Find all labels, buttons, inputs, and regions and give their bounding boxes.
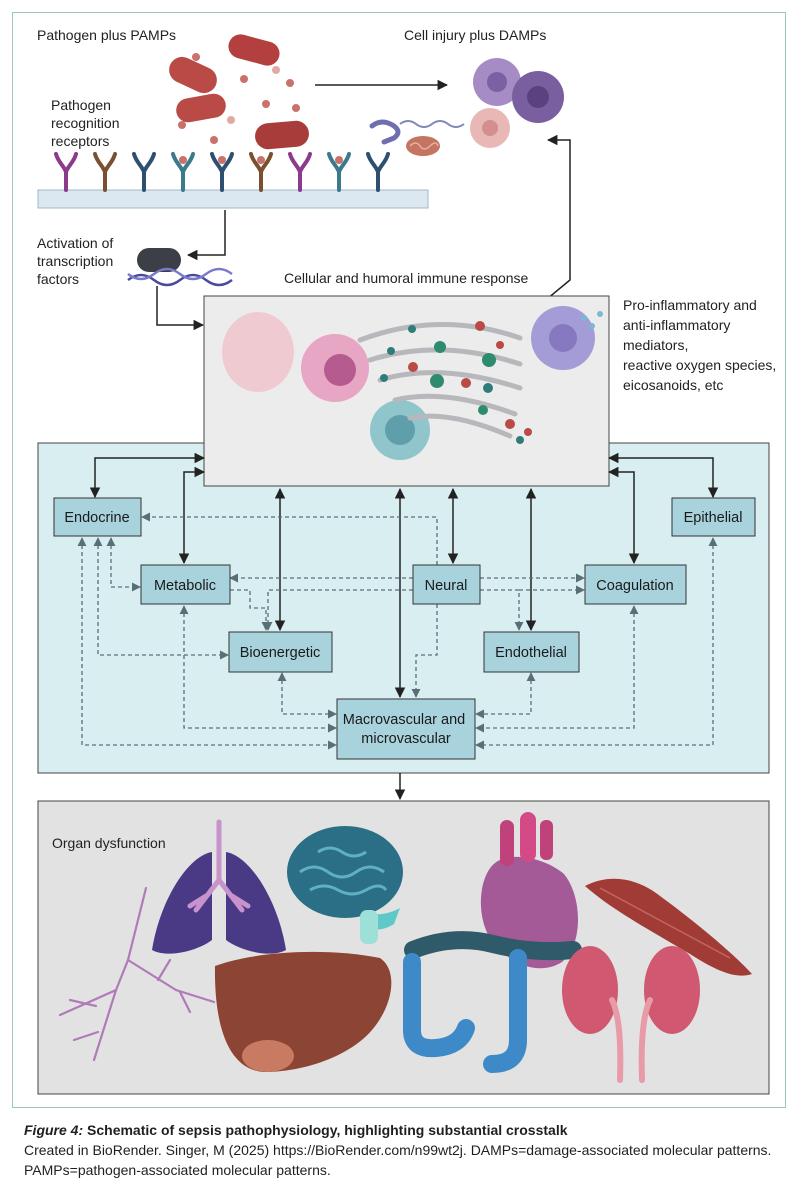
pamp-ligand-icon: [335, 156, 343, 164]
dna-helix-icon: [127, 267, 233, 287]
immune-cells-illustration: [222, 306, 603, 460]
svg-text:Epithelial: Epithelial: [684, 510, 743, 526]
system-box-coagulation: Coagulation: [584, 564, 687, 605]
receptor-to-transcription-arrow: [186, 210, 226, 261]
prr-label: Pathogen recognition receptors: [51, 97, 123, 149]
sepsis-diagram: Pathogen plus PAMPs Cell injury plus DAM…: [37, 27, 780, 1095]
pattern-recognition-receptors: [54, 152, 390, 192]
receptor-icon: [366, 152, 390, 192]
activation-label: Activation of transcription factors: [37, 235, 117, 287]
receptor-icon: [210, 152, 234, 192]
receptor-icon: [132, 152, 156, 192]
receptor-icon: [288, 152, 312, 192]
liver-icon: [214, 951, 392, 1072]
lungs-icon: [152, 819, 286, 954]
receptor-icon: [54, 152, 78, 192]
receptor-icon: [327, 152, 351, 192]
receptor-icon: [93, 152, 117, 192]
transcription-factor-icon: [137, 248, 181, 272]
airway-branches-icon: [58, 886, 216, 1062]
caption-title: Figure 4: Schematic of sepsis pathophysi…: [24, 1120, 784, 1140]
damaged-cells-illustration: [369, 58, 564, 156]
svg-text:Endocrine: Endocrine: [64, 510, 129, 526]
pamp-ligand-icon: [257, 156, 265, 164]
caption-figure-label: Figure 4:: [24, 1122, 84, 1138]
system-box-bioenergetic: Bioenergetic: [228, 631, 333, 673]
figure-caption: Figure 4: Schematic of sepsis pathophysi…: [24, 1120, 784, 1180]
svg-text:Neural: Neural: [425, 578, 468, 594]
intestine-icon: [403, 931, 582, 1073]
svg-text:Endothelial: Endothelial: [495, 645, 567, 661]
pamp-ligand-icon: [179, 156, 187, 164]
brain-icon: [287, 826, 403, 944]
system-box-endocrine: Endocrine: [53, 497, 142, 537]
pathogen-pamps-label: Pathogen plus PAMPs: [37, 27, 176, 43]
receptor-icon: [249, 152, 273, 192]
kidneys-icon: [562, 946, 700, 1083]
pamp-ligand-icon: [218, 156, 226, 164]
cell-injury-label: Cell injury plus DAMPs: [404, 27, 546, 43]
svg-text:Coagulation: Coagulation: [596, 578, 673, 594]
svg-text:Bioenergetic: Bioenergetic: [240, 645, 321, 661]
crosstalk-dashed-arrows: [77, 512, 718, 750]
caption-body: Created in BioRender. Singer, M (2025) h…: [24, 1142, 772, 1178]
system-box-epithelial: Epithelial: [671, 497, 756, 537]
system-box-endothelial: Endothelial: [483, 631, 580, 673]
organ-dysfunction-label: Organ dysfunction: [52, 835, 166, 851]
pathogen-bacteria-illustration: [169, 34, 309, 150]
system-box-vascular: Macrovascular and microvascular: [336, 698, 476, 760]
muscle-icon: [585, 878, 752, 976]
svg-text:Macrovascular and microv: Macrovascular and microvascular: [343, 712, 470, 747]
caption-title-text: Schematic of sepsis pathophysiology, hig…: [87, 1122, 568, 1138]
system-box-neural: Neural: [412, 564, 481, 605]
cell-membrane: [37, 189, 429, 209]
receptor-icon: [171, 152, 195, 192]
transcription-to-immune-arrow: [156, 286, 205, 331]
mediators-label: Pro-inflammatory and anti-inflammatory m…: [623, 297, 780, 393]
system-box-metabolic: Metabolic: [140, 564, 231, 605]
svg-text:Metabolic: Metabolic: [154, 578, 216, 594]
immune-response-label: Cellular and humoral immune response: [284, 270, 529, 286]
